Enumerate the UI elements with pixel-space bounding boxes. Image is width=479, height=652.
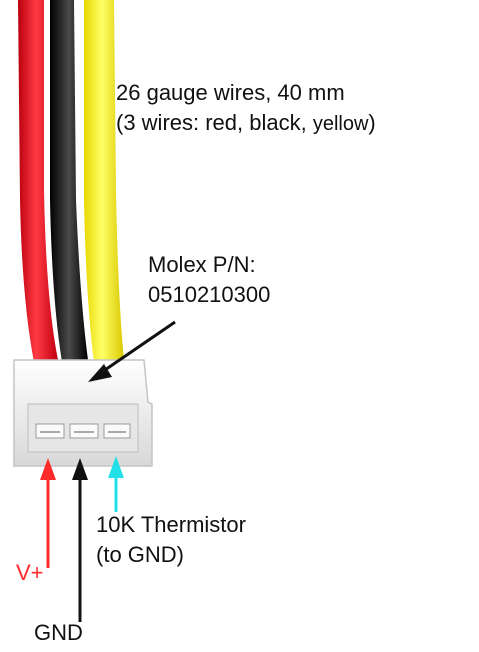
pin-slots <box>35 423 131 439</box>
thermistor-label-line2: (to GND) <box>96 542 184 567</box>
black-wire <box>50 0 88 362</box>
molex-label-line1: Molex P/N: <box>148 252 256 277</box>
yellow-wire <box>84 0 124 362</box>
wires-label-line2-prefix: (3 wires: red, black, <box>116 110 313 135</box>
gnd-arrow <box>72 458 88 622</box>
thermistor-arrow <box>108 456 124 512</box>
wires-label-line2-suffix: ) <box>368 110 376 135</box>
molex-pointer-arrow <box>88 320 176 382</box>
vplus-label: V+ <box>16 560 44 585</box>
wires-label-line1: 26 gauge wires, 40 mm <box>116 80 345 105</box>
molex-label-line2: 0510210300 <box>148 282 271 307</box>
red-wire <box>18 0 58 362</box>
wires-label-line2: (3 wires: red, black, yellow) <box>116 110 376 137</box>
gnd-label: GND <box>34 620 83 645</box>
vplus-arrow <box>40 458 56 568</box>
molex-connector <box>13 359 153 467</box>
wires-label-line2-yellow: yellow <box>312 113 369 135</box>
thermistor-label-line1: 10K Thermistor <box>96 512 246 537</box>
